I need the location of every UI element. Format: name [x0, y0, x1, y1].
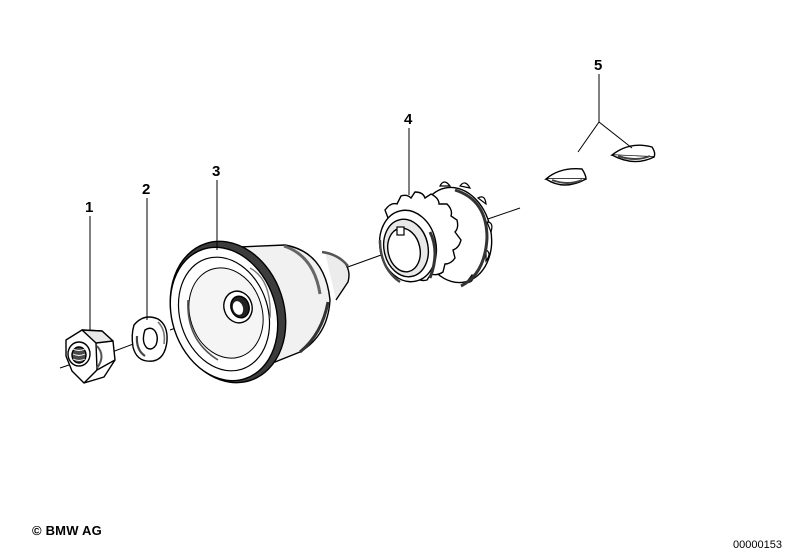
leader-lines — [89, 74, 633, 331]
chain-sprocket-icon[interactable] — [373, 181, 500, 290]
vibration-damper-icon[interactable] — [152, 226, 350, 398]
part-number-4: 4 — [404, 111, 413, 128]
part-number-3: 3 — [212, 163, 220, 180]
part-number-5: 5 — [594, 57, 602, 74]
hex-nut-icon[interactable] — [65, 329, 116, 384]
part-number-2: 2 — [142, 181, 150, 198]
woodruff-key-icon[interactable] — [544, 144, 656, 186]
part-number-1: 1 — [85, 199, 93, 216]
diagram-id: 00000153 — [733, 539, 782, 551]
lock-washer-icon[interactable] — [131, 316, 168, 362]
copyright-notice: © BMW AG — [32, 523, 102, 538]
